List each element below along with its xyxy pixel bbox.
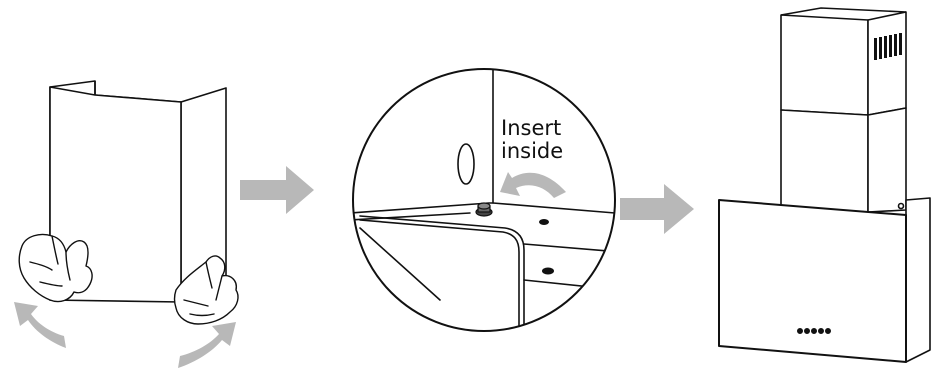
left-hand-icon [18, 233, 93, 303]
control-buttons [796, 327, 832, 335]
step-arrow-2-icon [620, 184, 694, 234]
right-hand-icon [173, 255, 239, 325]
upper-chimney-side [867, 11, 907, 116]
hood-body-side [905, 197, 931, 363]
control-button-1 [796, 327, 804, 335]
mounting-hole-1 [539, 219, 549, 225]
upper-chimney-front [780, 14, 869, 116]
lower-chimney-front [780, 109, 869, 213]
glass-front-panel [718, 199, 907, 363]
mounting-hole-2 [542, 267, 554, 275]
detail-magnifier-ring [352, 68, 616, 332]
rotate-arrow-left-icon [14, 302, 66, 348]
step-2-detail-view: Insert inside [352, 68, 616, 332]
control-button-4 [817, 327, 825, 335]
screw-pin-icon [475, 202, 493, 217]
chimney-hole [457, 143, 475, 185]
rotate-arrow-right-icon [178, 322, 236, 368]
callout-insert: Insert [501, 116, 561, 140]
callout-inside: inside [501, 139, 563, 163]
control-button-2 [803, 327, 811, 335]
step-3-cooker-hood [718, 7, 931, 363]
lower-chimney-side [867, 107, 907, 213]
insert-arrow-icon [500, 172, 566, 198]
rotate-arrows [14, 302, 236, 368]
control-button-3 [810, 327, 818, 335]
control-button-5 [824, 327, 832, 335]
step-arrow-1-icon [240, 166, 314, 214]
vent-grille-icon [874, 33, 902, 60]
